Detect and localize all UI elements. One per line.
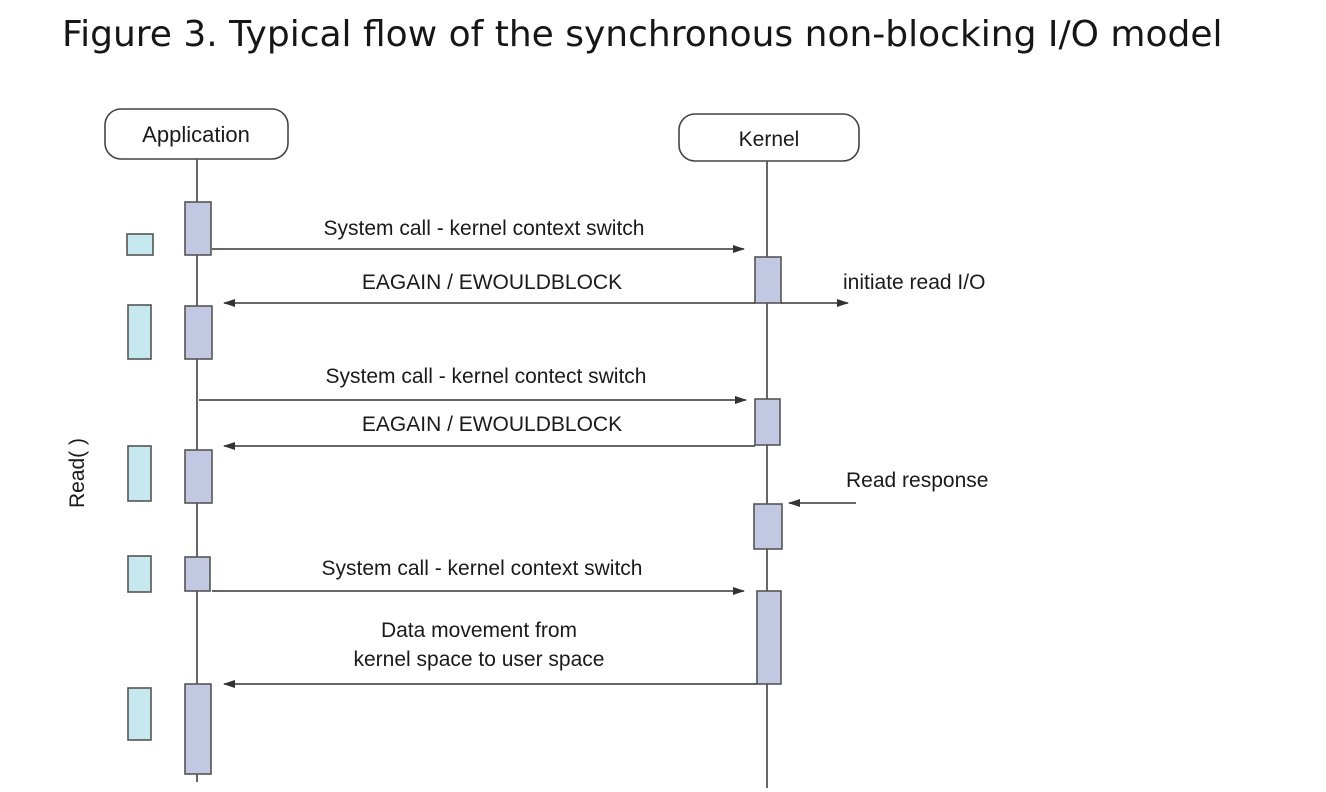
kernel-activation	[754, 256, 782, 304]
indicator-box	[127, 687, 152, 741]
kernel-activation	[756, 590, 782, 685]
message-initiate-read: initiate read I/O	[781, 271, 985, 307]
message-label: EAGAIN / EWOULDBLOCK	[362, 271, 622, 294]
read-call-label: Read( )	[66, 438, 89, 508]
message-label: Read response	[846, 469, 988, 492]
application-label: Application	[142, 122, 250, 147]
indicator-box	[127, 555, 152, 593]
kernel-lifeline-header: Kernel	[678, 113, 860, 162]
message-label: initiate read I/O	[843, 271, 985, 294]
kernel-activation	[754, 398, 781, 446]
message-syscall-1: System call - kernel context switch	[212, 217, 745, 253]
application-lifeline-header: Application	[104, 108, 289, 160]
message-label: System call - kernel context switch	[322, 557, 643, 580]
message-eagain-2: EAGAIN / EWOULDBLOCK	[223, 413, 755, 450]
application-activation	[184, 449, 213, 504]
indicator-box	[126, 233, 154, 256]
figure-title: Figure 3. Typical flow of the synchronou…	[62, 14, 1223, 55]
kernel-label: Kernel	[739, 128, 800, 151]
message-read-response: Read response	[788, 469, 988, 507]
message-syscall-3: System call - kernel context switch	[212, 557, 745, 595]
application-activation	[184, 556, 211, 592]
message-syscall-2: System call - kernel contect switch	[199, 365, 747, 404]
indicator-box	[127, 304, 152, 360]
indicator-box	[127, 445, 152, 502]
message-eagain-1: EAGAIN / EWOULDBLOCK	[223, 271, 755, 307]
application-activation	[184, 683, 212, 775]
message-data-movement: Data movement from kernel space to user …	[223, 619, 757, 688]
application-activation	[184, 305, 213, 360]
message-label: System call - kernel context switch	[324, 217, 645, 240]
message-label: System call - kernel contect switch	[326, 365, 647, 388]
message-label-line-2: kernel space to user space	[354, 648, 605, 671]
message-label-line-1: Data movement from	[381, 619, 577, 642]
kernel-activation	[753, 503, 783, 550]
application-activation	[184, 201, 212, 256]
message-label: EAGAIN / EWOULDBLOCK	[362, 413, 622, 436]
